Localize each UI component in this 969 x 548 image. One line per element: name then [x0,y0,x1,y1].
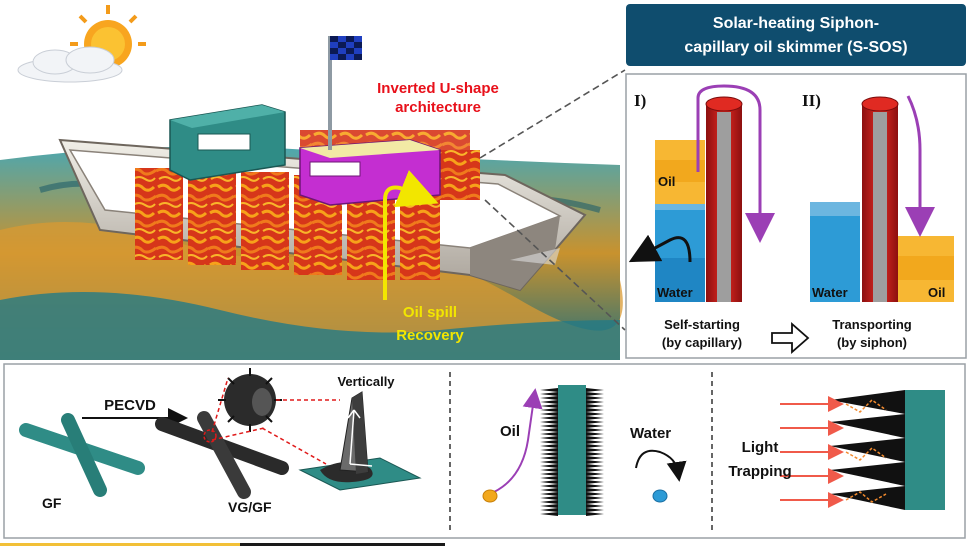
flag-icon [328,36,362,150]
siphon-arrow [905,95,935,237]
process-arrow [771,322,810,354]
panel-two-roman: II) [802,91,821,110]
zoom-line-lower [484,199,626,331]
boat-scene: Inverted U-shape architecture Oil spill … [0,0,623,360]
architecture-label-line1: Inverted U-shape [377,80,499,97]
wettability-diagram: Oil Water [482,385,687,516]
water-repel-arrow [635,449,687,482]
vertical-sheet [298,391,422,491]
capillary-arrow [696,84,775,243]
water-label: Water [630,425,671,442]
vg-gf-rods [155,411,289,499]
light-label-line2: Trapping [728,463,791,480]
title-line2: capillary oil skimmer (S-SOS) [684,39,907,56]
recovery-label-line1: Oil spill [403,304,457,321]
pecvd-label: PECVD [104,397,156,414]
panel-two-water: Water [812,285,848,300]
footer-bar-right [240,543,445,546]
cloud-icon [17,46,123,83]
title-box: Solar-heating Siphon- capillary oil skim… [626,4,966,66]
water-reject-arrow [628,234,692,263]
gf-label: GF [42,495,62,511]
panel-two-caption-line1: Transporting [832,317,912,332]
vertical-graphene-ball [211,368,340,465]
cabin-teal [169,104,286,181]
vertically-label: Vertically [337,374,395,389]
oil-label: Oil [500,423,520,440]
panel-one-caption-line2: (by capillary) [662,335,742,350]
recovery-label-line2: Recovery [396,327,464,344]
oil-wicking-arrow [493,388,543,493]
graphene-foam-rods [19,413,145,497]
panel-one-oil: Oil [658,174,675,189]
panel-two-caption-line2: (by siphon) [837,335,907,350]
footer-bar-left [0,543,240,546]
material-panel: GF PECVD VG/GF [3,363,966,539]
panel-one-water: Water [657,285,693,300]
panel-one-roman: I) [634,91,646,110]
title-line1: Solar-heating Siphon- [713,15,879,32]
light-label-line1: Light [742,439,779,456]
recovery-arrow [383,170,439,300]
light-trapping-diagram: Light Trapping [728,390,945,510]
mechanism-panel: I) Oil Water Self-starting (by capillary… [625,73,967,359]
architecture-label-line2: architecture [395,99,481,116]
panel-self-starting: I) Oil Water Self-starting (by capillary… [628,84,775,350]
panel-two-oil: Oil [928,285,945,300]
panel-one-caption-line1: Self-starting [664,317,740,332]
vggf-label: VG/GF [228,499,272,515]
nanosheet-spikes [540,388,604,516]
zoom-line-upper [479,69,626,159]
panel-transporting: II) Water Oil Transporting (by siphon) [802,91,954,350]
